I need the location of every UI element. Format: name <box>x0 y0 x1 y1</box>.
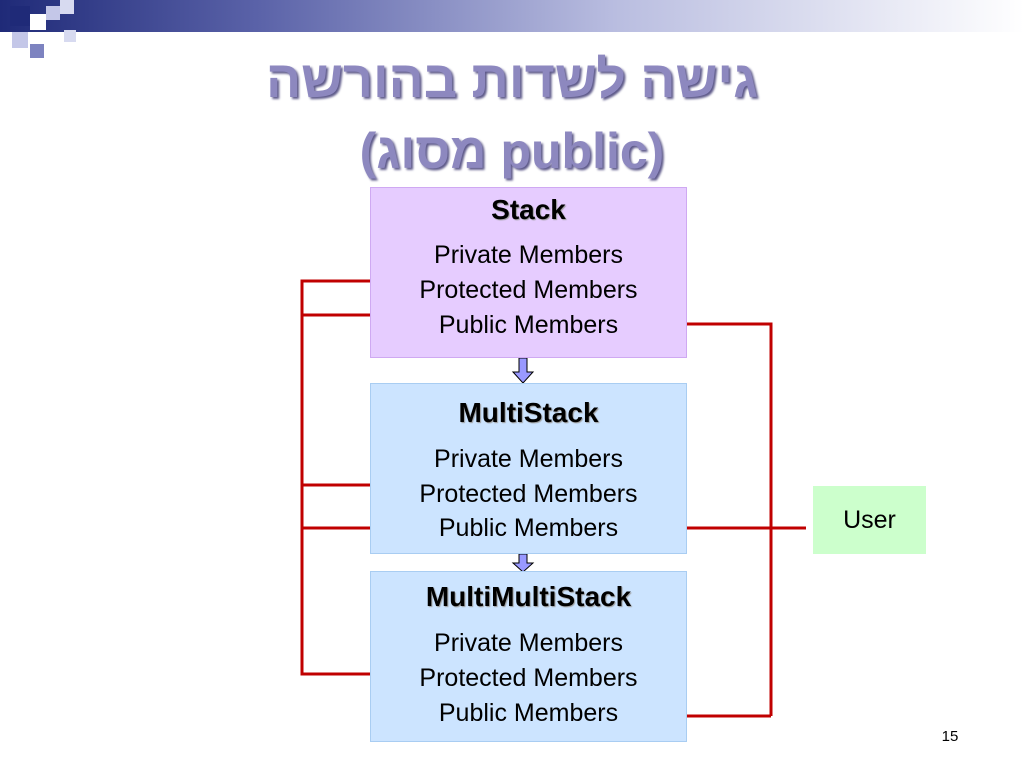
decor-square <box>12 32 28 48</box>
inheritance-line-left <box>300 277 419 676</box>
multistack-public-members: Public Members <box>438 514 619 542</box>
stack-private-members: Private Members <box>434 241 623 269</box>
multistack-class-box: MultiStack Private Members Protected Mem… <box>370 383 687 554</box>
multimultistack-private-members: Private Members <box>434 629 623 657</box>
inherit-arrow-1 <box>511 357 535 384</box>
header-banner <box>0 0 1024 32</box>
user-access-line-right <box>653 320 773 716</box>
decor-square <box>64 30 76 42</box>
multistack-private-members: Private Members <box>434 445 623 473</box>
inherit-arrow-2 <box>511 553 535 573</box>
stack-class-box: Stack Private Members Protected Members … <box>370 187 687 358</box>
page-number: 15 <box>941 728 959 745</box>
multimultistack-class-name: MultiMultiStack <box>425 581 632 612</box>
stack-public-members: Public Members <box>438 311 619 339</box>
slide-subtitle: (public מסוג) <box>359 123 665 179</box>
multistack-class-name: MultiStack <box>458 397 599 428</box>
decor-square <box>46 6 60 20</box>
user-label: User <box>843 506 896 534</box>
user-box: User <box>813 486 926 554</box>
decor-square <box>60 0 74 14</box>
decor-square <box>30 14 46 30</box>
multimultistack-protected-members: Protected Members <box>419 664 638 692</box>
multistack-protected-members: Protected Members <box>419 480 638 508</box>
stack-protected-members: Protected Members <box>419 276 638 304</box>
stack-class-name: Stack <box>491 194 566 225</box>
multimultistack-public-members: Public Members <box>438 699 619 727</box>
slide-title: גישה לשדות בהורשה <box>266 51 758 109</box>
decor-square <box>30 44 44 58</box>
decor-square <box>10 6 30 26</box>
multimultistack-class-box: MultiMultiStack Private Members Protecte… <box>370 571 687 742</box>
